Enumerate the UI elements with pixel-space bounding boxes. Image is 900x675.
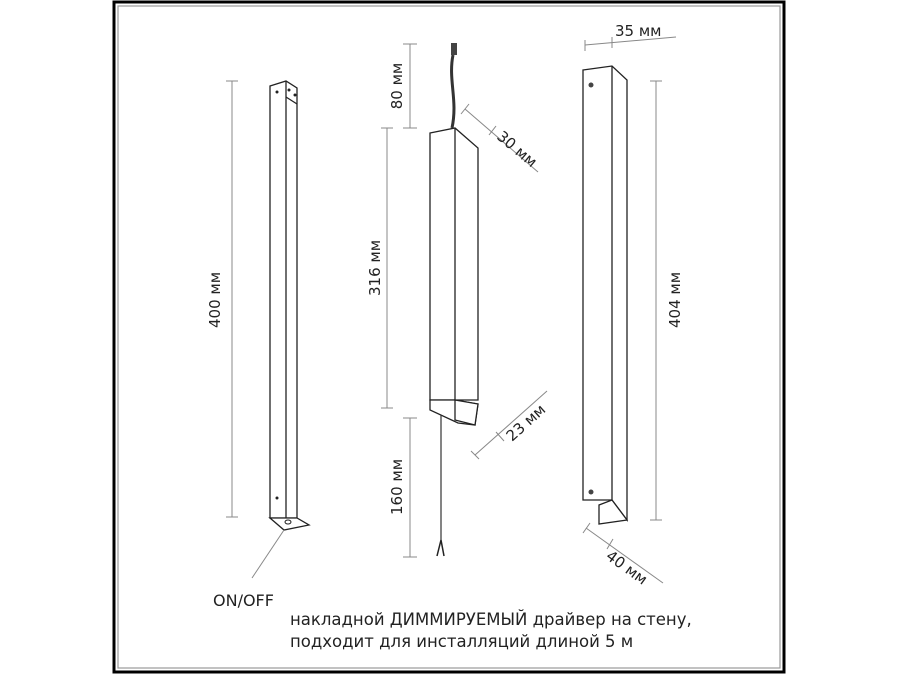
dimension-right-depth [582,522,664,584]
driver-width-label: 23 мм [503,400,550,444]
driver-depth-label: 30 мм [493,127,540,171]
left-fixture [268,80,311,531]
dimension-right-height [650,80,662,521]
caption-line-2: подходит для инсталляций длиной 5 м [290,632,634,651]
dimension-cable-bottom [403,417,417,558]
frame-outer [112,0,786,674]
caption-line-1: накладной ДИММИРУЕМЫЙ драйвер на стену, [290,610,692,629]
right-depth-label: 40 мм [603,547,651,589]
dimension-left-height [226,80,238,518]
right-height-label: 404 мм [666,272,684,328]
frame-inner [117,5,781,669]
dimension-driver-depth [460,103,539,173]
dimension-driver-height [381,127,393,409]
driver [429,43,479,557]
cable-top-label: 80 мм [388,63,406,110]
dimension-right-width [584,36,677,51]
switch-label: ON/OFF [213,591,274,610]
driver-height-label: 316 мм [366,240,384,296]
cable-bottom-label: 160 мм [388,459,406,515]
dimension-driver-width [470,390,548,460]
connector-icon [451,43,457,55]
dimension-cable-top [403,43,417,129]
right-fixture [582,65,629,525]
left-height-label: 400 мм [206,272,224,328]
right-width-label: 35 мм [615,22,662,40]
switch-leader-line [251,529,285,579]
